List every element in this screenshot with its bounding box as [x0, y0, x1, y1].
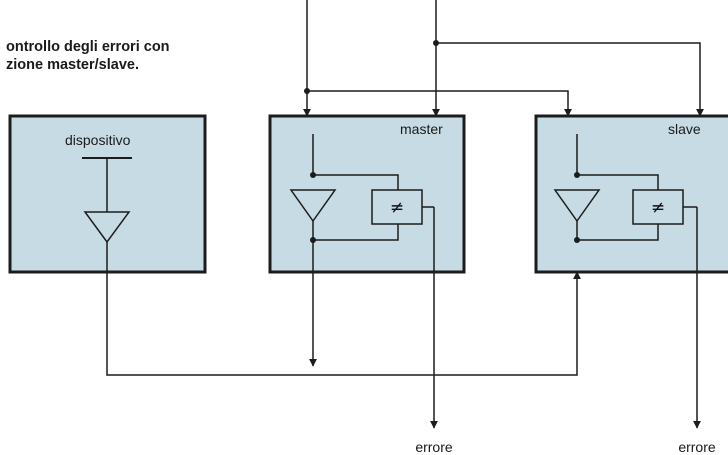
- slave-error-label: errore: [678, 439, 716, 455]
- caption-line-1: ontrollo degli errori con: [6, 39, 170, 55]
- slave-internal-line: [577, 224, 659, 241]
- slave-label: slave: [668, 121, 701, 137]
- line-b-to-slave: [436, 42, 704, 117]
- slave-driver-triangle: [553, 189, 601, 223]
- master-internal-line: [313, 224, 399, 241]
- slave-block: slave ≠: [534, 114, 728, 274]
- master-comparator-symbol: ≠: [390, 198, 404, 218]
- figure-caption: ontrollo degli errori con zione master/s…: [6, 38, 170, 74]
- master-block: master ≠: [268, 114, 466, 274]
- master-label: master: [400, 121, 443, 137]
- master-driver-triangle: [289, 189, 337, 223]
- device-label: dispositivo: [65, 132, 131, 148]
- device-bus-line: [106, 242, 581, 376]
- line-a-to-slave: [307, 90, 572, 117]
- caption-line-2: zione master/slave.: [6, 57, 139, 73]
- master-internal-line: [313, 174, 399, 190]
- slave-block-frame: [534, 114, 728, 274]
- device-driver-triangle: [83, 211, 131, 244]
- master-error-label: errore: [415, 439, 453, 455]
- slave-comparator-symbol: ≠: [651, 198, 665, 218]
- connection-lines: [106, 0, 704, 429]
- slave-internal-line: [577, 174, 659, 190]
- master-block-frame: [268, 114, 466, 274]
